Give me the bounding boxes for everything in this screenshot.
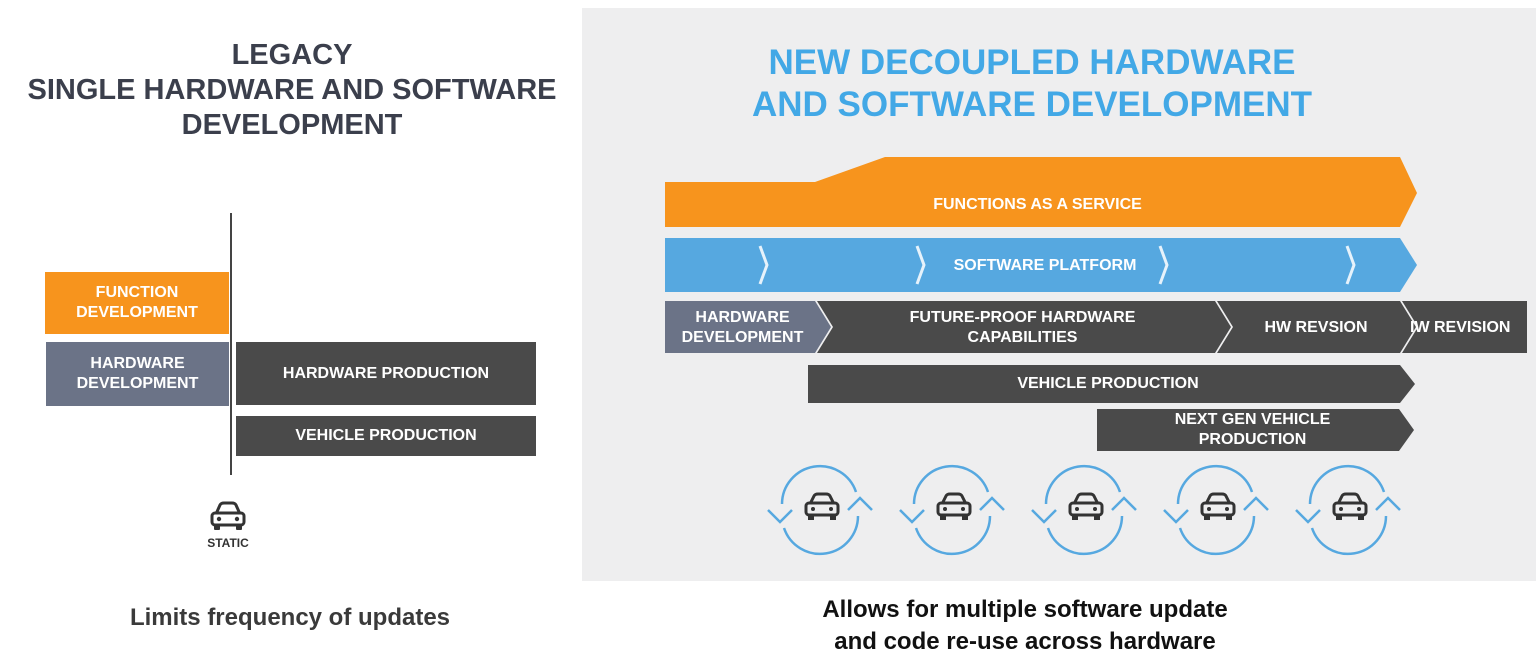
decoupled-caption-line-1: Allows for multiple software update [822, 596, 1228, 623]
hardware-row-arrows [665, 301, 1527, 353]
legacy-function-development-bar: FUNCTION DEVELOPMENT [45, 272, 229, 334]
decoupled-vehicle-production-arrow [808, 365, 1415, 403]
car-icon [210, 501, 246, 530]
legacy-vehicle-production-bar: VEHICLE PRODUCTION [236, 416, 536, 456]
functions-as-a-service-arrow [665, 157, 1417, 227]
car-icon [1200, 492, 1236, 520]
legacy-caption: Limits frequency of updates [129, 604, 451, 631]
legacy-function-development-label: FUNCTION DEVELOPMENT [76, 284, 198, 321]
legacy-title-line-2: SINGLE HARDWARE AND SOFTWARE [27, 74, 557, 106]
decoupled-title: NEW DECOUPLED HARDWARE AND SOFTWARE DEVE… [582, 42, 1482, 126]
next-gen-vehicle-production-label: NEXT GEN VEHICLE PRODUCTION [1174, 411, 1331, 448]
decoupled-hardware-development-label: HARDWARE DEVELOPMENT [681, 309, 804, 346]
refresh-cycle-icon [1295, 464, 1401, 556]
legacy-hardware-development-label: HARDWARE DEVELOPMENT [76, 355, 199, 392]
decoupled-caption: Allows for multiple software update and … [740, 594, 1310, 658]
hw-revision-label-1: HW REVSION [1264, 319, 1368, 336]
car-icon [936, 492, 972, 520]
legacy-title-line-1: LEGACY [231, 39, 353, 71]
next-gen-vehicle-production-arrow [1097, 409, 1414, 451]
legacy-hardware-production-bar: HARDWARE PRODUCTION [236, 342, 536, 405]
software-platform-arrow [665, 238, 1417, 292]
functions-as-a-service-label: FUNCTIONS AS A SERVICE [933, 195, 1142, 213]
hw-revision-label-2: IW REVISION [1410, 319, 1511, 336]
decoupled-title-line-1: NEW DECOUPLED HARDWARE [768, 43, 1296, 82]
future-proof-hardware-label: FUTURE-PROOF HARDWARE CAPABILITIES [909, 309, 1136, 346]
software-platform-label: SOFTWARE PLATFORM [953, 257, 1137, 274]
legacy-title-line-3: DEVELOPMENT [181, 109, 403, 141]
legacy-hardware-development-bar: HARDWARE DEVELOPMENT [46, 342, 229, 406]
legacy-title: LEGACY SINGLE HARDWARE AND SOFTWARE DEVE… [0, 38, 584, 143]
decoupled-title-line-2: AND SOFTWARE DEVELOPMENT [751, 85, 1313, 124]
car-icon [1332, 492, 1368, 520]
legacy-vehicle-production-label: VEHICLE PRODUCTION [295, 427, 477, 444]
car-icon [804, 492, 840, 520]
refresh-cycle-icon [1031, 464, 1137, 556]
decoupled-panel [582, 8, 1536, 581]
refresh-cycle-icon [1163, 464, 1269, 556]
decoupled-vehicle-production-label: VEHICLE PRODUCTION [1017, 375, 1199, 392]
refresh-cycle-icon [767, 464, 873, 556]
refresh-cycle-icon [899, 464, 1005, 556]
legacy-hardware-production-label: HARDWARE PRODUCTION [282, 364, 490, 382]
update-cycles [760, 462, 1420, 558]
legacy-timeline-divider [230, 213, 232, 475]
decoupled-caption-line-2: and code re-use across hardware [834, 628, 1216, 655]
static-label: STATIC [207, 536, 249, 550]
car-icon [1068, 492, 1104, 520]
